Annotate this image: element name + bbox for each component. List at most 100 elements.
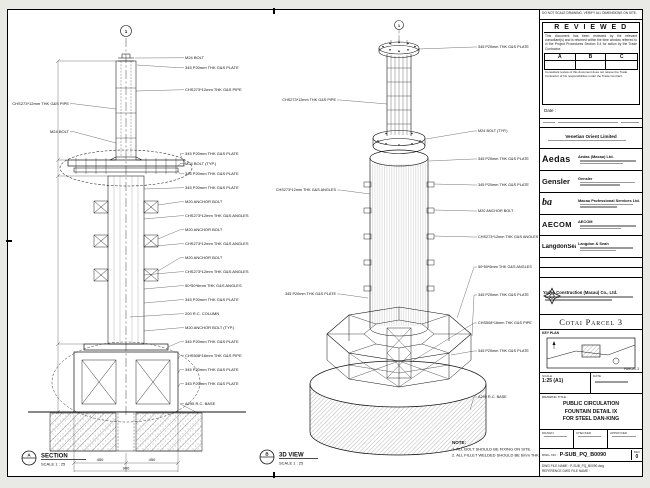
- annotation-label: M20 ANCHOR BOLT: [185, 255, 223, 260]
- company-row-gensler: Gensler Gensler: [540, 171, 642, 193]
- annotation-label: 345 P20mm THK G&S PLATE: [478, 157, 529, 161]
- annotation-label: 345 P20mm THK G&S PLATE: [478, 349, 529, 353]
- contractor-name: Yadea Construction (Macau) Co., Ltd.: [543, 290, 618, 296]
- annotation-label: M24 BOLT: [185, 55, 205, 60]
- reviewed-stamp: R E V I E W E D This document has been r…: [542, 21, 640, 105]
- reviewed-stamp-header: R E V I E W E D: [544, 24, 638, 33]
- checked-field: CHECKED: [574, 429, 608, 448]
- drawn-label: DRAWN: [542, 430, 554, 435]
- annotation-label: M20 ANCHOR BOLT (TYP.): [185, 325, 235, 330]
- detail-bubble-sheet: -: [28, 461, 30, 465]
- date-field: DATE: [591, 373, 642, 393]
- annotation-label: 345 P20mm THK G&S PLATE: [185, 151, 239, 156]
- annotation-label: CHS508*16mm THK G&S PIPE: [185, 353, 242, 358]
- scale-date-fields: SCALE 1:25 (A1) DATE: [540, 373, 642, 395]
- annotation-label: CHS273*12mm THK G&S ANGLES: [185, 269, 249, 274]
- stamp-date-row: Date :: [540, 107, 642, 119]
- annotation-label: 345 P20mm THK G&S PLATE: [185, 381, 239, 386]
- note-line: 1. ALL BOLT SHOULD BE FIXING ON SITE.: [452, 447, 531, 452]
- annotation-label: 345 P20mm THK G&S PLATE: [185, 171, 239, 176]
- annotation-label: CHS273*12mm THK G&S ANGLES: [185, 241, 249, 246]
- annotation-label: 345 P20mm THK G&S PLATE: [285, 292, 336, 296]
- fold-tick: [6, 240, 12, 242]
- scale-label: SCALE: [542, 374, 553, 379]
- key-plan-map: [546, 337, 636, 369]
- project-name: Cotai Parcel 3: [540, 315, 642, 331]
- stamp-col-label: A: [545, 54, 575, 62]
- view-title: SECTION: [41, 454, 68, 460]
- company-name: Macau Professional Services Ltd.: [578, 197, 640, 203]
- annotation-label: M20 ANCHOR BOLT: [185, 199, 223, 204]
- view-title: 3D VIEW: [279, 453, 304, 459]
- sheet-top-note: DO NOT SCALE DRAWING. VERIFY ALL DIMENSI…: [540, 10, 642, 20]
- date-label: DATE: [593, 374, 602, 379]
- stamp-column-b: B: [575, 54, 607, 70]
- annotation-label: 50*50*6mm THK G&S ANGLES: [478, 265, 532, 269]
- empty-consultant-row: [540, 258, 642, 268]
- annotation-label: M24 BOLT: [50, 129, 70, 134]
- drawing-title-line: FOR STEEL DAN-KING: [562, 416, 620, 423]
- stamp-column-a: A: [545, 54, 576, 70]
- drawing-title-block: DRAWING TITLE : PUBLIC CIRCULATION FOUNT…: [540, 394, 642, 430]
- reviewed-stamp-body: This document has been reviewed by the r…: [545, 33, 637, 51]
- stamp-column-c: C: [606, 54, 637, 69]
- company-name: Venetian Orient Limited: [565, 133, 617, 139]
- gensler-logo: Gensler: [542, 177, 570, 186]
- annotation-label: 345 P20mm THK G&S PLATE: [478, 293, 529, 297]
- annotation-label: 345 P20mm THK G&S PLATE: [478, 183, 529, 187]
- aecom-logo: AECOM: [542, 221, 572, 229]
- annotation-label: CHS273*12mm THK G&S PIPE: [282, 98, 336, 102]
- company-name: Aedas (Macau) Ltd.: [578, 154, 614, 160]
- annotation-label: 345 P20mm THK G&S PLATE: [478, 45, 529, 49]
- annotation-label: 200 R.C. COLUMN: [185, 311, 219, 316]
- company-row-ba: ba Macau Professional Services Ltd.: [540, 193, 642, 215]
- section-view: 1 M24 BOLT 345 P20mm THK G&S PLATE CHS27…: [12, 25, 249, 472]
- company-name: Langdon & Seah: [578, 240, 609, 246]
- company-row-venetian: Venetian Orient Limited: [540, 128, 642, 150]
- dimension-value: 450: [97, 457, 104, 462]
- stamp-checkbox: [545, 61, 575, 69]
- fold-tick: [273, 472, 275, 478]
- annotation-label: M24 BOLT (TYP.): [478, 129, 508, 133]
- key-plan-label: KEY PLAN: [542, 331, 560, 336]
- reviewed-stamp-footer: Consultant review of this document does …: [545, 70, 628, 78]
- drawing-sheet: 1 M24 BOLT 345 P20mm THK G&S PLATE CHS27…: [6, 8, 643, 478]
- revision-strip: [540, 119, 642, 128]
- drawing-title-label: DRAWING TITLE :: [542, 395, 568, 400]
- company-row-aedas: Aedas Aedas (Macau) Ltd.: [540, 149, 642, 172]
- key-plan: KEY PLAN PARCEL 3: [540, 330, 642, 374]
- drawing-title-line: FOUNTAIN DETAIL IX: [564, 408, 618, 415]
- scale-field: SCALE 1:25 (A1): [540, 373, 591, 394]
- annotation-label: 345 P20mm THK G&S PLATE: [185, 185, 239, 190]
- fold-tick: [273, 8, 275, 14]
- iso-view: 1 345 P20mm THK G&S PLATE M24 BOLT (TYP.…: [259, 20, 540, 466]
- annotation-label: A295 R.C. BASE: [478, 395, 507, 399]
- rev-value: 0: [635, 453, 639, 460]
- company-row-aecom: AECOM AECOM: [540, 215, 642, 237]
- view-scale: SCALE 1 : 25: [41, 462, 66, 467]
- dwg-file-name: DWG FILE NAME : P-SUB_PQ_B0090.dwg: [542, 464, 605, 469]
- stamp-col-label: B: [575, 54, 606, 62]
- company-name: AECOM: [578, 219, 593, 225]
- file-note: DWG FILE NAME : P-SUB_PQ_B0090.dwg REFER…: [540, 462, 642, 476]
- approved-field: APPROVED: [608, 430, 642, 448]
- signoff-row: DRAWN CHECKED APPROVED: [540, 429, 642, 449]
- reviewed-stamp-grid: A B C: [544, 53, 638, 71]
- drawn-field: DRAWN: [540, 429, 574, 448]
- dimension-value: 900: [123, 466, 130, 471]
- view-scale: SCALE 1 : 25: [279, 461, 304, 466]
- annotation-label: A295 R.C. BASE: [185, 401, 216, 406]
- annotation-label: CHS273*12mm THK G&S ANGLES: [276, 188, 337, 192]
- scale-value: 1:25 (A1): [542, 378, 564, 385]
- detail-bubble-number: B: [265, 452, 269, 457]
- annotation-label: 345 P20mm THK G&S PLATE: [185, 65, 239, 70]
- drawing-title-line: PUBLIC CIRCULATION: [562, 401, 620, 408]
- annotation-label: CHS273*12mm THK G&S PIPE: [12, 101, 69, 106]
- contractor-row: Yadea Construction (Macau) Co., Ltd.: [540, 278, 642, 316]
- reference-dwg-file-name: REFERENCE DWG FILE NAME :: [542, 469, 590, 474]
- section-annotations: M24 BOLT 345 P20mm THK G&S PLATE CHS273*…: [12, 55, 248, 471]
- key-plan-caption: PARCEL 3: [623, 367, 639, 372]
- annotation-label: 50*50*6mm THK G&S ANGLES: [185, 283, 242, 288]
- detail-bubble-sheet: -: [266, 460, 268, 464]
- stamp-checkbox: [606, 61, 637, 69]
